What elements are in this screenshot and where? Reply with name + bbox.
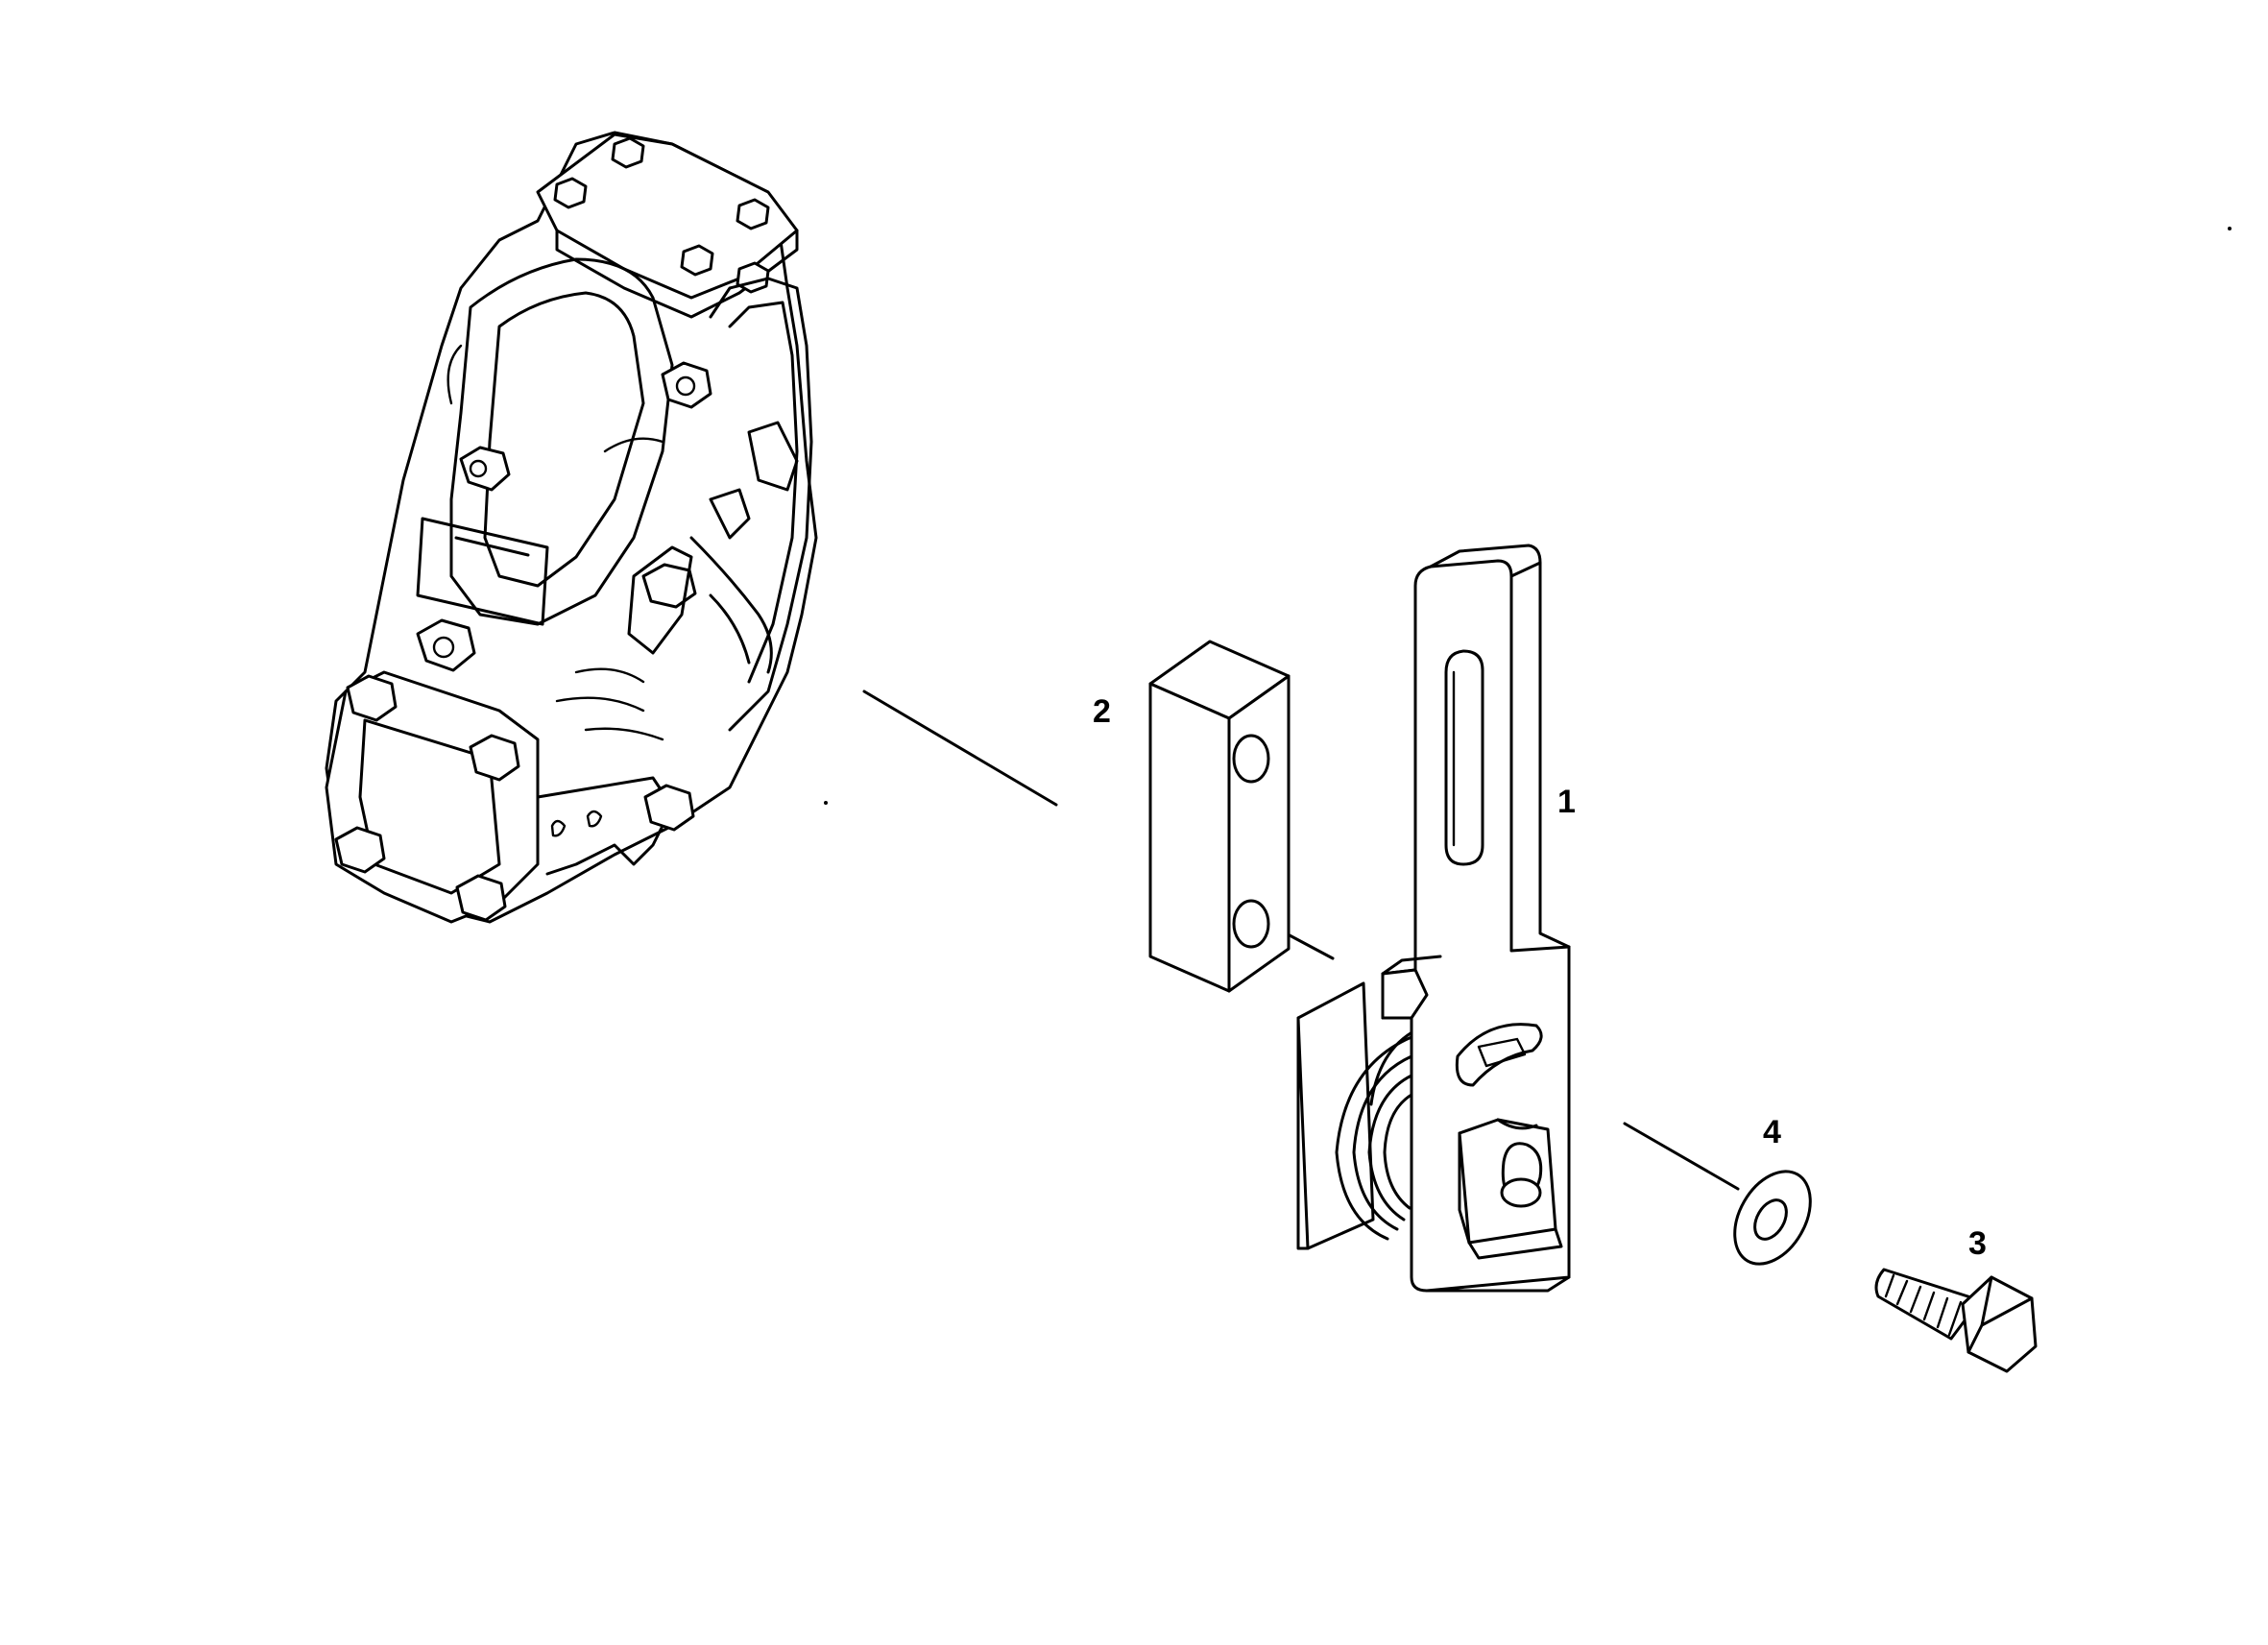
hex-bolt-part	[1874, 1268, 2038, 1373]
callout-labels: 1 2 3 4	[1093, 693, 1987, 1262]
pump-housing-illustration	[325, 131, 818, 924]
washer-part	[1733, 1170, 1812, 1266]
speck-dot	[824, 801, 828, 805]
lever-part	[1296, 544, 1571, 1293]
speck-dot	[2228, 227, 2232, 230]
callout-label-washer: 4	[1763, 1114, 1781, 1150]
callout-label-lever: 1	[1557, 784, 1576, 820]
leader-line-washer	[1623, 1122, 1740, 1191]
spacer-block-part	[1148, 640, 1291, 993]
callout-label-spacer-block: 2	[1093, 693, 1111, 730]
leader-line-housing	[862, 689, 1058, 807]
callout-label-hex-bolt: 3	[1968, 1225, 1987, 1262]
